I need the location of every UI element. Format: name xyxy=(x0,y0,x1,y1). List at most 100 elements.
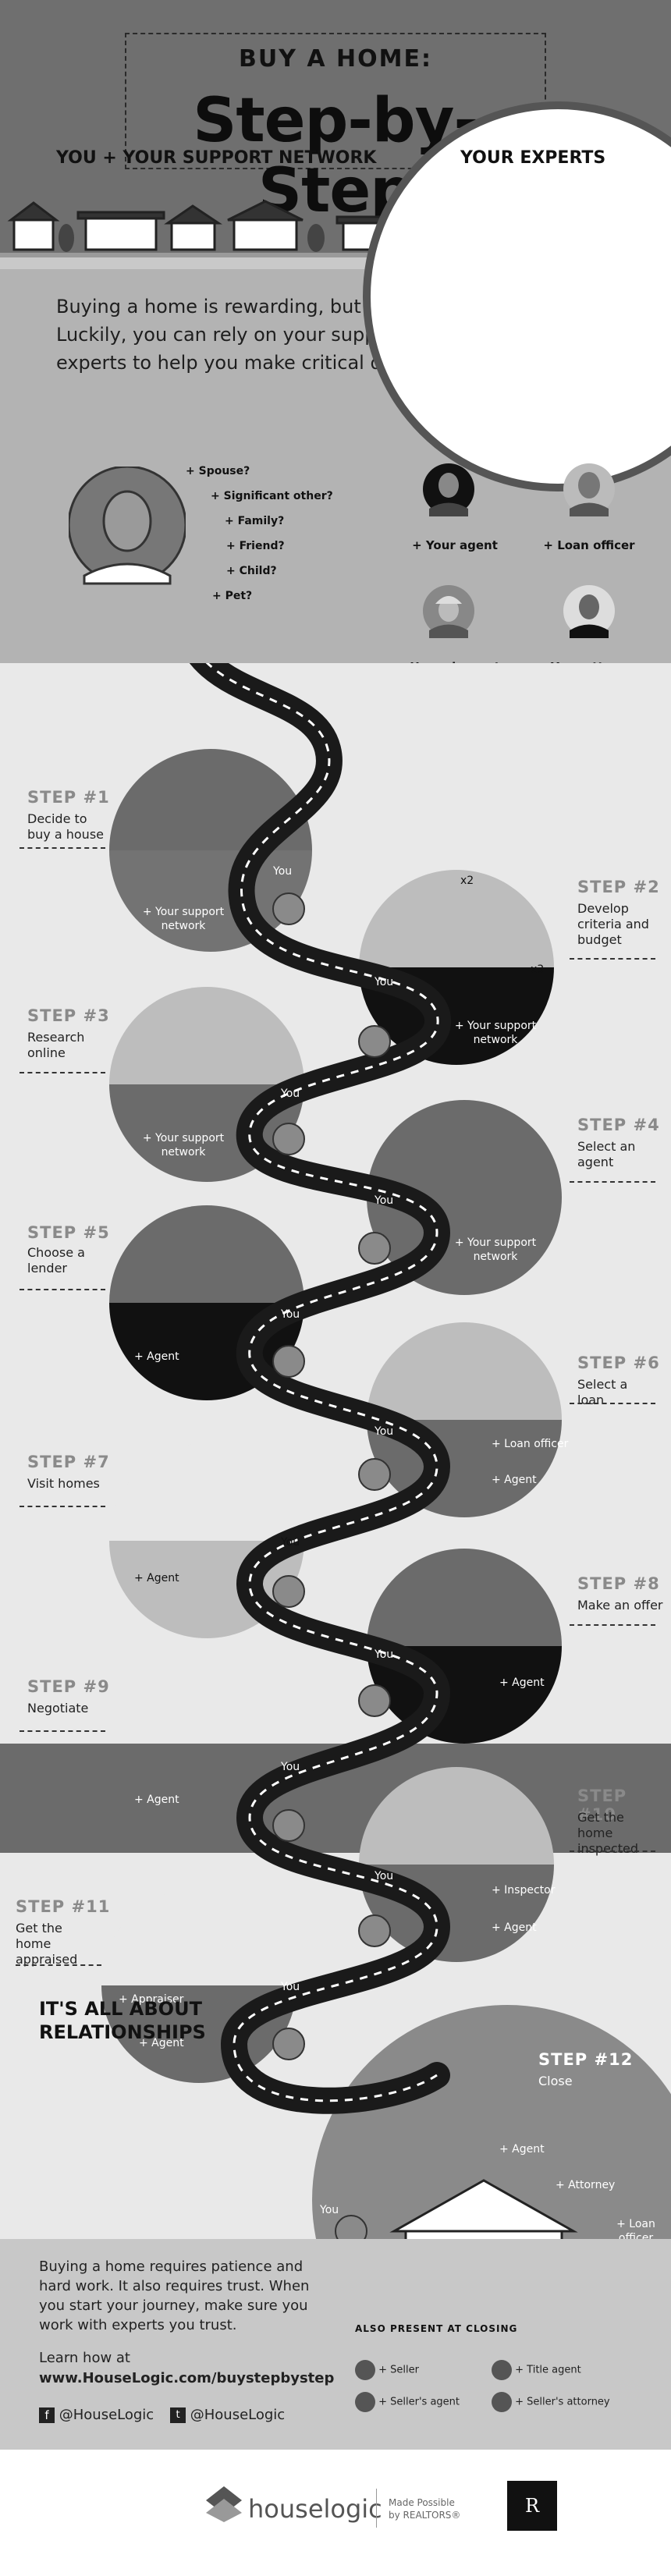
step-11-number: STEP #11 xyxy=(16,1897,111,1916)
also-sellers-agent: + Seller's agent xyxy=(355,2392,460,2412)
learn-url-link[interactable]: www.HouseLogic.com/buystepbystep xyxy=(39,2370,335,2386)
step-7-dash xyxy=(20,1506,105,1507)
also-seller-label: + Seller xyxy=(378,2364,419,2376)
houselogic-logo-icon xyxy=(206,2486,242,2522)
step-9-number: STEP #9 xyxy=(27,1677,110,1696)
step-8-agent: + Agent xyxy=(499,1677,545,1689)
step-10-inspector: + Inspector xyxy=(492,1884,556,1897)
support-item-family: + Family? xyxy=(225,515,285,527)
also-sellers-attorney: + Seller's attorney xyxy=(492,2392,610,2412)
step-8-you: You xyxy=(375,1648,394,1661)
also-seller: + Seller xyxy=(355,2360,419,2380)
relationships-text: Buying a home requires patience and hard… xyxy=(39,2258,310,2333)
seller-icon xyxy=(355,2360,375,2380)
twitter-handle: @HouseLogic xyxy=(190,2407,286,2423)
step-9-desc: Negotiate xyxy=(27,1701,89,1716)
support-title: YOU + YOUR SUPPORT NETWORK xyxy=(56,148,377,168)
step-12-number: STEP #12 xyxy=(538,2050,634,2069)
support-item-child: + Child? xyxy=(226,565,277,577)
houselogic-logo[interactable]: houselogic xyxy=(248,2494,382,2524)
facebook-link[interactable]: f @HouseLogic xyxy=(39,2407,154,2423)
made-line2: by REALTORS® xyxy=(389,2510,461,2521)
step-11-agent: + Agent xyxy=(139,2037,184,2049)
step-7-agent: + Agent xyxy=(134,1572,179,1584)
experts-circle xyxy=(363,101,671,491)
support-item-friend: + Friend? xyxy=(226,540,285,552)
step-12-attorney: + Attorney xyxy=(556,2179,616,2191)
step-4-desc: Select an agent xyxy=(577,1139,636,1169)
also-sellers-attorney-label: + Seller's attorney xyxy=(515,2396,610,2408)
made-possible: Made Possible by REALTORS® xyxy=(389,2496,460,2521)
also-present-title: ALSO PRESENT AT CLOSING xyxy=(355,2323,518,2334)
footer-divider xyxy=(376,2489,377,2528)
step-4-support: + Your support network xyxy=(454,1237,537,1263)
key-icon xyxy=(492,2360,512,2380)
step-1-dash xyxy=(20,847,105,849)
step-2-you: You xyxy=(375,976,394,988)
facebook-icon: f xyxy=(39,2407,55,2423)
step-6-you: You xyxy=(375,1425,394,1438)
step-6-dash xyxy=(570,1403,655,1404)
step-10-number: STEP #10 xyxy=(577,1787,627,1824)
step-3-you: You xyxy=(281,1088,300,1100)
step-7-number: STEP #7 xyxy=(27,1453,110,1471)
step-11-you: You xyxy=(281,1981,300,1993)
relationships-box xyxy=(0,2239,671,2450)
step-1-you: You xyxy=(273,865,293,878)
relationships-title: IT'S ALL ABOUT RELATIONSHIPS xyxy=(39,1997,206,2044)
twitter-icon: t xyxy=(170,2407,186,2423)
attorney-icon xyxy=(563,585,615,638)
step-7-desc: Visit homes xyxy=(27,1476,100,1491)
also-title-agent: + Title agent xyxy=(492,2360,581,2380)
step-10-desc: Get the home inspected xyxy=(577,1810,638,1856)
title-small: BUY A HOME: xyxy=(238,45,432,73)
step-10-agent: + Agent xyxy=(492,1921,537,1934)
step-6-agent: + Agent xyxy=(492,1474,537,1486)
experts-title: YOUR EXPERTS xyxy=(460,148,606,168)
step-5-desc: Choose a lender xyxy=(27,1245,85,1276)
step-5-number: STEP #5 xyxy=(27,1223,110,1242)
step-10-dash xyxy=(570,1850,655,1852)
step-12-agent: + Agent xyxy=(499,2143,545,2156)
loan-officer-icon xyxy=(563,463,615,516)
expert-agent-label: + Your agent xyxy=(412,538,498,552)
step-2-dash xyxy=(570,958,655,960)
step-3-number: STEP #3 xyxy=(27,1006,110,1025)
step-4-dash xyxy=(570,1181,655,1183)
step-2-x2: x2 xyxy=(460,875,474,887)
relationships-title-line1: IT'S ALL ABOUT xyxy=(39,1998,202,2020)
step-9-you: You xyxy=(281,1761,300,1773)
twitter-link[interactable]: t @HouseLogic xyxy=(170,2407,285,2423)
step-4-you: You xyxy=(375,1194,394,1207)
footer xyxy=(0,2450,671,2576)
step-12-you: You xyxy=(320,2204,339,2216)
relationships-title-line2: RELATIONSHIPS xyxy=(39,2021,206,2043)
step-1-desc: Decide to buy a house xyxy=(27,811,104,842)
step-11-appraiser: + Appraiser xyxy=(119,1993,184,2006)
step-10-you: You xyxy=(375,1870,394,1882)
step-4-number: STEP #4 xyxy=(577,1116,660,1134)
made-line1: Made Possible xyxy=(389,2497,455,2508)
step-9-dash xyxy=(20,1730,105,1732)
step-9-agent: + Agent xyxy=(134,1794,179,1806)
step-8-dash xyxy=(570,1624,655,1626)
support-item-spouse: + Spouse? xyxy=(186,465,250,477)
also-sellers-agent-label: + Seller's agent xyxy=(378,2396,460,2408)
step-8-number: STEP #8 xyxy=(577,1574,660,1593)
step-7-you: You xyxy=(281,1536,300,1549)
realtor-logo-icon: R xyxy=(507,2481,557,2531)
step-6-loan-officer: + Loan officer xyxy=(492,1438,569,1450)
facebook-handle: @HouseLogic xyxy=(59,2407,154,2423)
step-2-support: + Your support network xyxy=(454,1020,537,1046)
step-5-dash xyxy=(20,1289,105,1290)
step-3-support: + Your support network xyxy=(142,1132,225,1158)
step-3-desc: Research online xyxy=(27,1030,85,1060)
learn-label: Learn how at xyxy=(39,2350,130,2366)
step-1-number: STEP #1 xyxy=(27,788,110,807)
step-8-desc: Make an offer xyxy=(577,1598,663,1613)
step-6-number: STEP #6 xyxy=(577,1354,660,1372)
step-1-support: + Your support network xyxy=(142,906,225,932)
also-title-agent-label: + Title agent xyxy=(515,2364,581,2376)
step-5-agent: + Agent xyxy=(134,1350,179,1363)
